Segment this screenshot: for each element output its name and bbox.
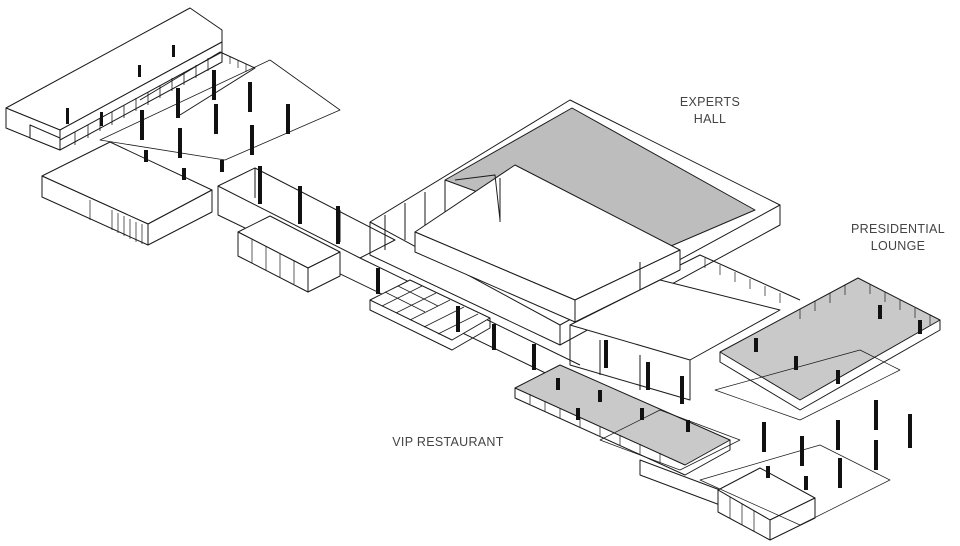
presidential-lounge-label: PRESIDENTIAL LOUNGE	[846, 221, 950, 255]
experts-hall	[369, 99, 781, 346]
west-lower-block	[41, 141, 213, 246]
sw-low-block	[237, 215, 341, 293]
experts-hall-label-line2: HALL	[693, 112, 727, 126]
glass-canopy	[369, 279, 491, 351]
presidential-lounge	[714, 277, 941, 421]
vip-restaurant-label: VIP RESTAURANT	[380, 434, 516, 451]
columns	[66, 45, 922, 490]
middle-block	[569, 254, 801, 401]
nw-pavilion-upper	[5, 7, 341, 161]
experts-hall-label-line1: EXPERTS	[679, 95, 741, 109]
vip-restaurant-label-line1: VIP RESTAURANT	[392, 435, 504, 449]
presidential-lounge-label-line1: PRESIDENTIAL	[851, 222, 945, 236]
experts-hall-label: EXPERTS HALL	[668, 94, 752, 128]
se-lower-block	[699, 444, 891, 541]
presidential-lounge-label-line2: LOUNGE	[870, 239, 926, 253]
vip-restaurant	[514, 364, 741, 506]
